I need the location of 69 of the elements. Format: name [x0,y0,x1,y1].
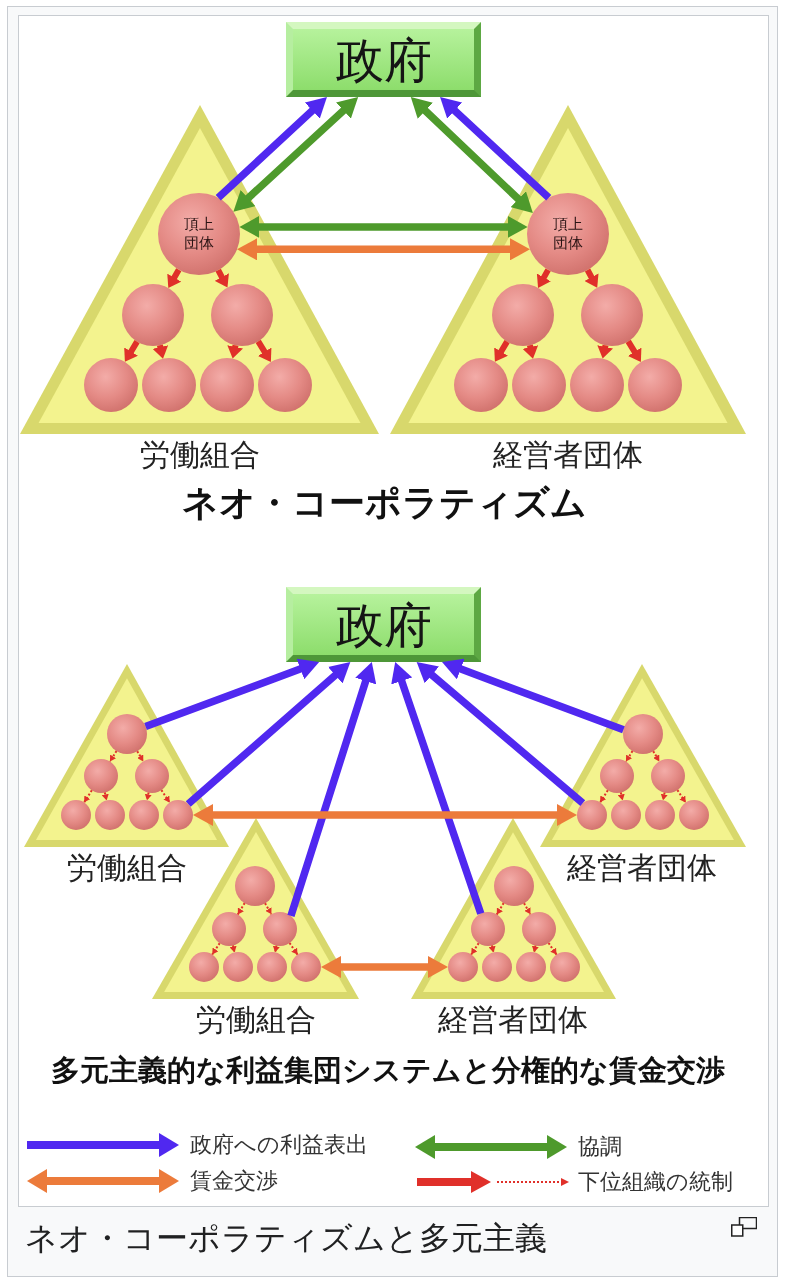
arrow [522,344,539,360]
dotted-arrow [236,902,246,916]
double-arrow [237,238,530,261]
arrow [440,658,625,734]
double-arrow [239,215,528,238]
circle-text: 頂上団体 [183,214,215,254]
legend-label: 協調 [578,1134,622,1161]
dotted-arrow [470,942,480,956]
double-arrow [321,956,448,978]
dotted-arrow [160,789,171,804]
dotted-arrow [272,944,280,954]
pyramid-label: 労働組合 [196,1002,316,1038]
box-text: 政府 [335,35,432,84]
dotted-arrow [624,750,634,763]
arrow [152,344,169,360]
dotted-arrow [617,791,625,802]
arrow [122,340,140,364]
arrow [597,344,613,360]
dotted-arrow [495,902,505,916]
double-arrow [230,94,361,215]
dotted-arrow [488,944,496,954]
government-box [286,587,481,662]
arrow [625,339,644,364]
legend-label: 下位組織の統制 [578,1169,733,1196]
pyramid-label: 労働組合 [140,437,260,473]
arrow [584,268,600,290]
dotted-arrow [144,791,152,802]
arrow [214,268,231,290]
dotted-arrow [108,750,118,763]
dotted-arrow [101,791,109,802]
legend-label: 賃金交渉 [190,1168,278,1195]
pyramid-label: 労働組合 [67,850,187,886]
arrow [215,94,330,201]
dotted-arrow [652,750,661,763]
section-heading: ネオ・コーポラティズム [181,481,587,525]
pyramid-label: 経営者団体 [567,850,717,886]
government-box [286,22,481,97]
dotted-arrow [676,789,687,804]
dotted-arrow [136,750,145,763]
circle-text: 頂上団体 [552,214,584,254]
arrow [144,658,321,731]
dotted-arrow [229,944,237,954]
box-text: 政府 [335,600,432,649]
dotted-arrow [599,789,609,804]
arrow [165,268,182,290]
arrow [391,660,485,915]
arrow [414,659,586,807]
arrow [437,94,552,201]
dotted-arrow [211,942,221,956]
legend-label: 政府への利益表出 [190,1132,368,1159]
pyramid-label: 経営者団体 [438,1002,588,1038]
dotted-arrow [264,902,273,916]
double-arrow [193,804,577,826]
arrow [185,659,353,807]
arrow [227,344,243,360]
arrow [287,660,377,918]
dotted-arrow [83,789,93,804]
arrow [492,340,510,364]
dotted-arrow [547,942,558,956]
pyramid-label: 経営者団体 [493,437,643,473]
dotted-arrow [531,944,539,954]
dotted-arrow [523,902,532,916]
arrow [255,339,274,364]
dotted-arrow [660,791,668,802]
dotted-arrow [288,942,299,956]
caption: ネオ・コーポラティズムと多元主義 [25,1219,547,1258]
arrow [535,268,551,290]
section-heading: 多元主義的な利益集団システムと分権的な賃金交渉 [51,1053,725,1088]
double-arrow [408,94,536,216]
